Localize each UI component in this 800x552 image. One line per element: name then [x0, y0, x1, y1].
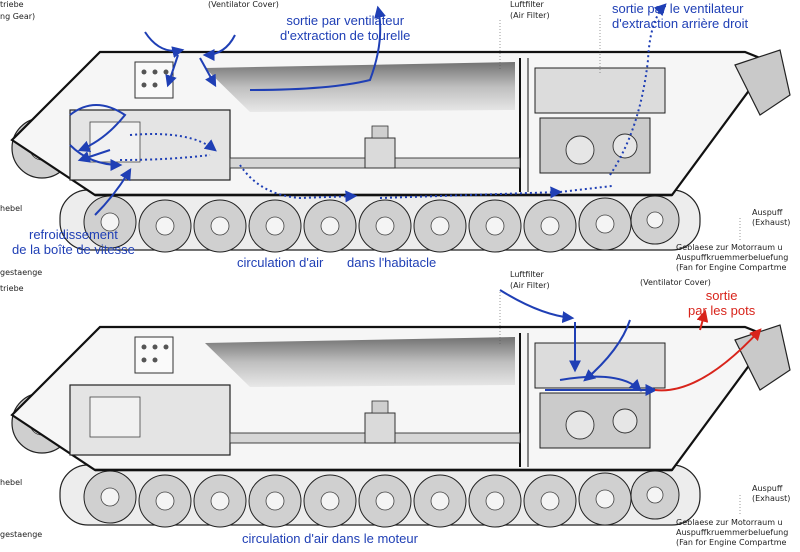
label-ventilator-cover-top: (Ventilator Cover) [208, 0, 279, 9]
cabin-dotted-2 [379, 186, 563, 199]
gearbox-cool-out [77, 149, 111, 163]
label-air-filter-top: (Air Filter) [510, 11, 550, 20]
label-luftfilter-bottom: Luftfilter [510, 270, 544, 279]
cabin-airflow-text-a: circulation d'air [237, 255, 324, 270]
engine-intake-right [583, 319, 631, 382]
bottom-airflow-arrows [499, 289, 762, 396]
rear-exhaust [609, 3, 667, 176]
cabin-airflow-text-b: dans l'habitacle [347, 255, 437, 270]
gear-dotted [129, 133, 217, 152]
gear-dotted-2 [119, 154, 211, 161]
label-luftfilter-top: Luftfilter [510, 0, 544, 9]
intake-down-2 [199, 57, 217, 88]
label-hebel-bottom: hebel [0, 478, 23, 487]
engine-airflow-text: circulation d'air dans le moteur [242, 531, 418, 546]
label-exhaust-top: (Exhaust) [752, 218, 791, 227]
intake-arrow-right [202, 34, 236, 61]
label-triebe-bottom: triebe [0, 284, 24, 293]
top-tank-cutaway [10, 48, 792, 254]
label-triebe-top: triebe [0, 0, 24, 9]
engine-loop [559, 375, 642, 392]
engine-intake-left [499, 289, 575, 324]
label-exhaust-bottom: (Exhaust) [752, 494, 791, 503]
label-auspuff-bottom: Auspuff [752, 484, 783, 493]
gearbox-cooling-text: refroidissement de la boîte de vitesse [12, 227, 135, 257]
label-auspuff-top: Auspuff [752, 208, 783, 217]
exhaust-up [696, 309, 709, 331]
label-blower-en-top: (Fan for Engine Compartme [676, 263, 787, 272]
gearbox-up [94, 167, 132, 216]
label-blower-de1-bottom: Geblaese zur Motorraum u [676, 518, 783, 527]
label-air-filter-bottom: (Air Filter) [510, 281, 550, 290]
label-gear-top: ng Gear) [0, 12, 36, 21]
label-blower-de2-bottom: Auspuffkruemmerbeluefung [676, 528, 789, 537]
label-hebel-top: hebel [0, 204, 23, 213]
gearbox-loop [69, 104, 127, 153]
exhaust-outlet-text: sortie par les pots [688, 288, 756, 318]
top-airflow-arrows [69, 3, 667, 216]
label-gestaenge-bottom: gestaenge [0, 530, 43, 539]
turret-exhaust [249, 5, 386, 91]
cabin-dotted [239, 164, 358, 203]
rear-right-fan-outlet-text: sortie par le ventilateur d'extraction a… [612, 1, 749, 31]
intake-down [165, 54, 179, 88]
label-ventilator-cover-bottom: (Ventilator Cover) [640, 278, 711, 287]
bottom-tank-cutaway [10, 323, 792, 529]
label-gestaenge-top: gestaenge [0, 268, 43, 277]
intake-arrow-left [144, 31, 185, 58]
label-blower-de1-top: Geblaese zur Motorraum u [676, 243, 783, 252]
label-blower-de2-top: Auspuffkruemmerbeluefung [676, 253, 789, 262]
gearbox-loop-2 [69, 144, 123, 171]
cabin-dotted-3 [559, 185, 613, 193]
engine-to-exhaust [654, 328, 762, 392]
label-blower-en-bottom: (Fan for Engine Compartme [676, 538, 787, 547]
turret-fan-outlet-text: sortie par ventilateur d'extraction de t… [280, 13, 411, 43]
